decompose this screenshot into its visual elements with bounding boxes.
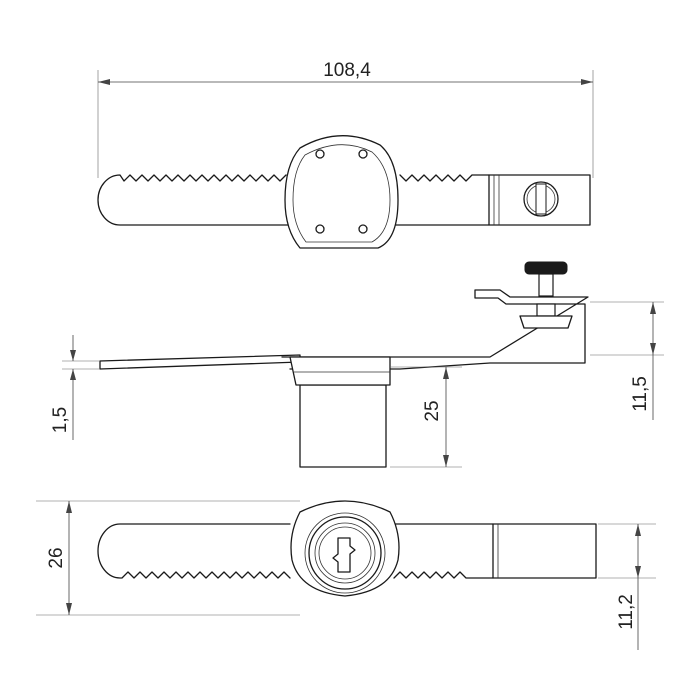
screw-head-icon bbox=[523, 181, 559, 217]
bracket-height-label: 11,5 bbox=[630, 376, 651, 412]
plate-side bbox=[99, 354, 301, 370]
dimension-plate-thickness: 1,5 bbox=[50, 335, 100, 440]
overall-length-label: 108,4 bbox=[323, 60, 371, 81]
rivet-icon bbox=[358, 224, 368, 234]
dimension-bar-width: 26 bbox=[36, 500, 300, 616]
side-view: 1,5 25 11,5 bbox=[50, 261, 664, 468]
cylinder-housing bbox=[299, 384, 387, 468]
thumb-screw-icon bbox=[519, 261, 573, 329]
rivet-icon bbox=[315, 224, 325, 234]
rivet-icon bbox=[358, 149, 368, 159]
cylinder-height-label: 25 bbox=[422, 400, 443, 421]
keyhole-icon bbox=[332, 537, 356, 573]
plate-thickness-label: 1,5 bbox=[50, 407, 71, 433]
top-view: 108,4 bbox=[97, 60, 594, 249]
rivet-icon bbox=[315, 149, 325, 159]
bottom-view: 26 11,2 bbox=[36, 500, 656, 650]
dimension-overall-length: 108,4 bbox=[97, 60, 594, 178]
bar-width-label: 26 bbox=[46, 547, 67, 568]
dimension-cylinder-height: 25 bbox=[390, 366, 462, 468]
bracket-side bbox=[281, 289, 589, 370]
rack-bar-bottom bbox=[97, 523, 597, 579]
rack-bar-top bbox=[97, 174, 591, 226]
lock-body-top bbox=[284, 135, 399, 249]
dimension-bracket-height: 11,5 bbox=[590, 301, 664, 420]
bar-offset-label: 11,2 bbox=[616, 594, 637, 630]
lock-cylinder-icon bbox=[290, 500, 400, 597]
dimension-bar-offset: 11,2 bbox=[598, 523, 656, 650]
